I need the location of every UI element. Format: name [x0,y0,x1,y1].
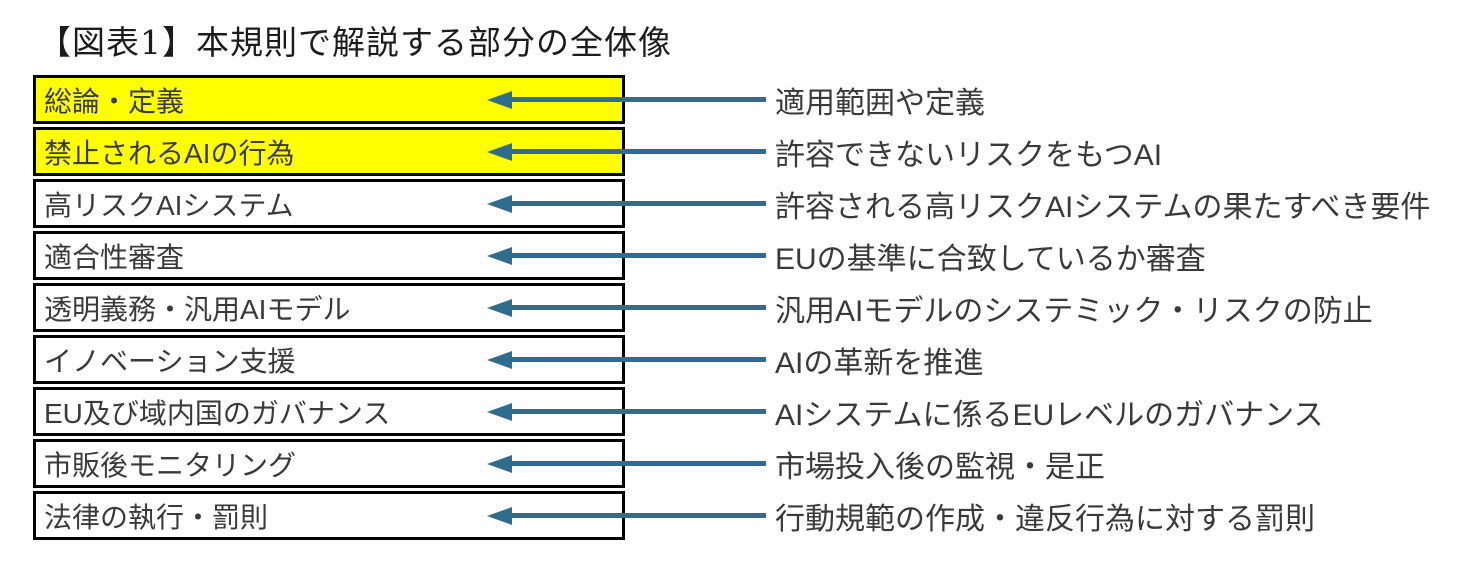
figure-row-innovation-support: イノベーション支援 AIの革新を推進 [33,335,1482,384]
figure-row-transparency-gpai: 透明義務・汎用AIモデル 汎用AIモデルのシステミック・リスクの防止 [33,283,1482,332]
section-box: 透明義務・汎用AIモデル [33,283,625,332]
section-description: 市場投入後の監視・是正 [775,450,1105,484]
section-box: イノベーション支援 [33,335,625,384]
section-box: EU及び域内国のガバナンス [33,387,625,436]
section-description: 許容できないリスクをもつAI [775,138,1163,172]
figure-row-governance: EU及び域内国のガバナンス AIシステムに係るEUレベルのガバナンス [33,387,1482,436]
figure-row-post-market-monitoring: 市販後モニタリング 市場投入後の監視・是正 [33,439,1482,488]
section-description: 行動規範の作成・違反行為に対する罰則 [775,502,1315,536]
section-description: AIの革新を推進 [775,346,984,380]
section-description: 適用範囲や定義 [775,86,985,120]
figure-row-prohibited-ai: 禁止されるAIの行為 許容できないリスクをもつAI [33,127,1482,176]
figure-row-general: 総論・定義 適用範囲や定義 [33,75,1482,124]
figure-row-enforcement-penalties: 法律の執行・罰則 行動規範の作成・違反行為に対する罰則 [33,491,1482,540]
figure-row-high-risk-ai: 高リスクAIシステム 許容される高リスクAIシステムの果たすべき要件 [33,179,1482,228]
section-box: 高リスクAIシステム [33,179,625,228]
section-box: 適合性審査 [33,231,625,280]
section-box: 法律の執行・罰則 [33,491,625,540]
section-description: AIシステムに係るEUレベルのガバナンス [775,398,1324,432]
section-table: 総論・定義 適用範囲や定義 禁止されるAIの行為 許容できないリスクをもつAI … [33,75,1482,540]
section-description: EUの基準に合致しているか審査 [775,242,1206,276]
figure-title: 【図表1】本規則で解説する部分の全体像 [38,23,672,62]
section-box: 市販後モニタリング [33,439,625,488]
section-description: 汎用AIモデルのシステミック・リスクの防止 [775,294,1373,328]
section-box: 禁止されるAIの行為 [33,127,625,176]
section-description: 許容される高リスクAIシステムの果たすべき要件 [775,190,1431,224]
section-box: 総論・定義 [33,75,625,124]
figure-row-conformity-assessment: 適合性審査 EUの基準に合致しているか審査 [33,231,1482,280]
